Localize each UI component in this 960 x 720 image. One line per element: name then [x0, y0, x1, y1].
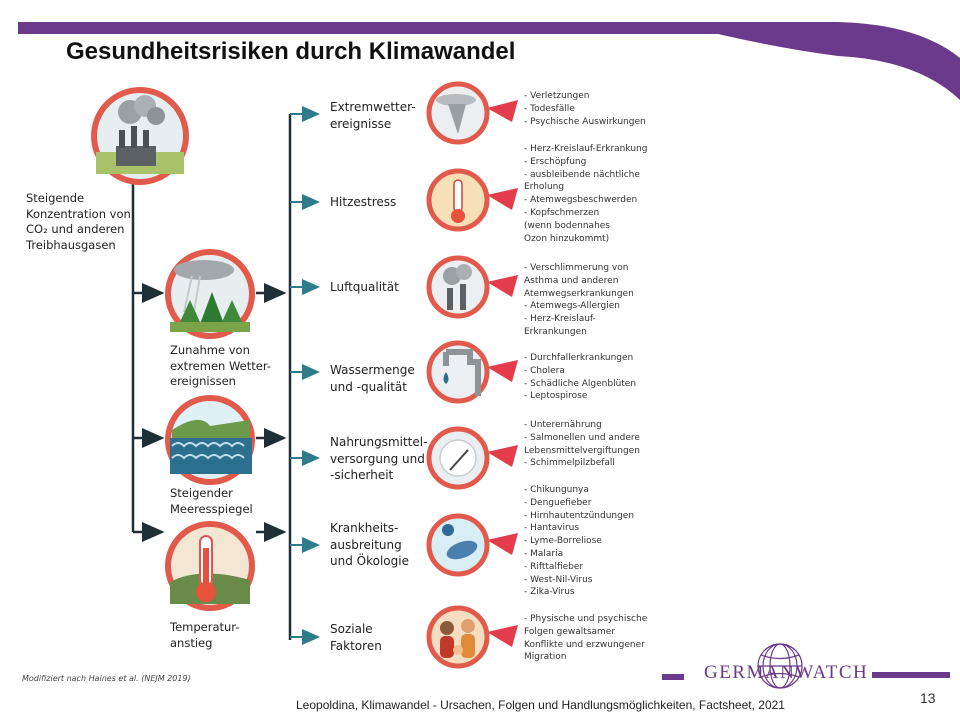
page-title: Gesundheitsrisiken durch Klimawandel: [66, 38, 516, 65]
tornado-icon: [426, 81, 518, 145]
virus-icon: [426, 513, 518, 577]
category-label-water: Wassermenge und -qualität: [330, 363, 415, 394]
effects-list-heat-stress: - Herz-Kreislauf-Erkrankung - Erschöpfun…: [524, 144, 648, 244]
heat-thermometer-icon: [426, 168, 518, 232]
logo-text: GERMANWATCH: [704, 662, 869, 683]
effects-list-disease: - Chikungunya - Denguefieber - Hirnhaute…: [524, 485, 635, 598]
credit-note: Modifiziert nach Haines et al. (NEJM 201…: [22, 674, 191, 683]
smoke-stack-icon: [426, 255, 518, 319]
header-band: [18, 22, 960, 100]
driver-label-sea-level: Steigender Meeresspiegel: [170, 486, 253, 516]
germanwatch-logo: [662, 643, 950, 689]
thermometer-icon: [165, 521, 255, 611]
storm-forest-icon: [165, 249, 255, 339]
source-citation: Leopoldina, Klimawandel - Ursachen, Folg…: [296, 698, 785, 712]
water-tap-icon: [426, 340, 518, 404]
people-icon: [426, 605, 518, 669]
effects-list-food: - Unterernährung - Salmonellen und ander…: [524, 420, 640, 469]
driver-label-weather: Zunahme von extremen Wetter- ereignissen: [170, 343, 271, 388]
page-number: 13: [920, 690, 936, 706]
category-label-social: Soziale Faktoren: [330, 622, 382, 653]
effects-list-extreme-weather: - Verletzungen - Todesfälle - Psychische…: [524, 91, 646, 127]
category-label-food: Nahrungsmittel- versorgung und -sicherhe…: [330, 435, 428, 482]
factory-icon: [91, 87, 189, 185]
driver-label-temperature: Temperatur- anstieg: [170, 620, 240, 650]
sea-waves-icon: [165, 395, 255, 485]
category-label-disease: Krankheits- ausbreitung und Ökologie: [330, 521, 409, 568]
category-label-heat-stress: Hitzestress: [330, 195, 397, 209]
category-label-air-quality: Luftqualität: [330, 280, 399, 294]
category-label-extreme-weather: Extremwetter- ereignisse: [330, 100, 416, 131]
effects-list-air-quality: - Verschlimmerung von Asthma und anderen…: [524, 263, 634, 337]
effects-list-social: - Physische und psychische Folgen gewalt…: [524, 614, 648, 663]
driver-label-greenhouse: Steigende Konzentration von CO₂ und ande…: [26, 191, 131, 252]
effects-list-water: - Durchfallerkrankungen - Cholera - Schä…: [524, 353, 637, 402]
plate-icon: [426, 426, 518, 490]
